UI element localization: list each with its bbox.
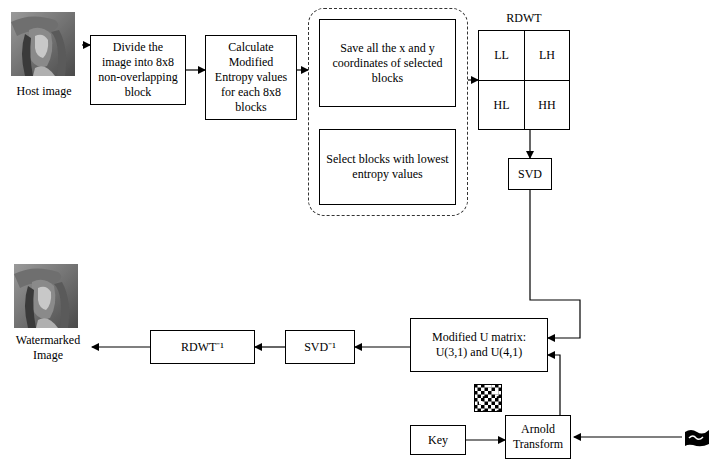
flow-arrow <box>82 44 90 45</box>
node-text: Divide the image into 8x8 non-overlappin… <box>97 40 179 100</box>
process-box: Save all the x and y coordinates of sele… <box>319 19 456 107</box>
subband-cell: LL <box>478 30 525 81</box>
subband-cell: LH <box>524 30 570 81</box>
subband-cell: HH <box>524 80 570 130</box>
node-text: Save all the x and y coordinates of sele… <box>326 41 449 86</box>
flow-arrow <box>297 69 308 70</box>
process-box: SVD⁻¹ <box>285 330 355 364</box>
node-text: Modified U matrix: U(3,1) and U(4,1) <box>417 330 541 360</box>
flow-arrow <box>355 346 410 347</box>
node-text: LH <box>539 48 555 63</box>
process-box: Key <box>410 425 466 455</box>
node-text: RDWT⁻¹ <box>181 340 224 355</box>
flow-arrow <box>530 190 580 338</box>
flow-arrow <box>255 346 285 347</box>
node-text: LL <box>494 48 509 63</box>
node-text: HL <box>494 98 510 113</box>
subband-grid: RDWT LL LH HL HH <box>478 8 570 130</box>
flow-arrow <box>548 355 560 415</box>
node-text: Key <box>428 433 448 448</box>
node-text: SVD⁻¹ <box>304 340 336 355</box>
node-text: Select blocks with lowest entropy values <box>326 152 449 182</box>
watermarked-photo <box>14 264 78 328</box>
image-node: Watermarked Image <box>4 262 92 362</box>
flow-arrow <box>468 79 478 80</box>
image-node: Host image <box>6 10 82 98</box>
node-text: HH <box>538 98 555 113</box>
process-box: SVD <box>508 158 552 190</box>
watermark-feed-line <box>574 436 682 437</box>
host-photo <box>11 12 75 76</box>
node-text: RDWT <box>478 8 570 28</box>
node-text: Watermarked Image <box>4 333 92 362</box>
flow-arrow <box>529 130 530 158</box>
process-box: Arnold Transform <box>505 415 571 459</box>
scrambled-watermark <box>474 384 502 412</box>
process-box: Divide the image into 8x8 non-overlappin… <box>90 35 186 105</box>
node-text: Host image <box>17 84 72 98</box>
process-box: Calculate Modified Entropy values for ea… <box>205 35 297 120</box>
flow-arrow <box>186 69 205 70</box>
watermark-logo <box>684 428 710 448</box>
node-text: Arnold Transform <box>512 422 564 452</box>
process-box: RDWT⁻¹ <box>150 330 255 364</box>
process-box: Select blocks with lowest entropy values <box>319 129 456 205</box>
node-text: SVD <box>518 167 542 182</box>
dashed-group: Save all the x and y coordinates of sele… <box>308 8 468 216</box>
flow-arrow <box>92 346 150 347</box>
flow-arrow <box>466 439 505 440</box>
subband-cell: HL <box>478 80 525 130</box>
process-box: Modified U matrix: U(3,1) and U(4,1) <box>410 318 548 372</box>
node-text: Calculate Modified Entropy values for ea… <box>212 40 290 115</box>
